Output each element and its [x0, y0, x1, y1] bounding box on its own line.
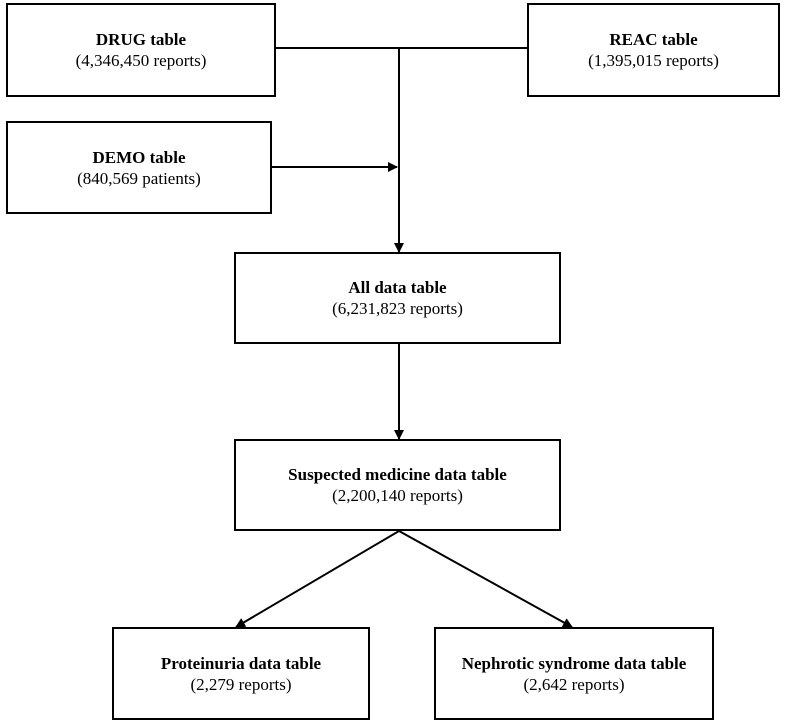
demo-table-title: DEMO table — [92, 147, 186, 167]
proteinuria-table-box: Proteinuria data table (2,279 reports) — [112, 627, 370, 720]
drug-table-count: (4,346,450 reports) — [75, 51, 207, 70]
reac-table-count: (1,395,015 reports) — [588, 51, 719, 70]
suspected-to-nephrotic-arrow — [398, 530, 573, 628]
suspected-medicine-table-box: Suspected medicine data table (2,200,140… — [234, 439, 561, 531]
suspected-to-proteinuria-arrow — [235, 530, 400, 628]
demo-table-box: DEMO table (840,569 patients) — [6, 121, 272, 214]
demo-table-count: (840,569 patients) — [77, 168, 201, 188]
suspected-medicine-table-count: (2,200,140 reports) — [332, 486, 463, 505]
all-data-table-title: All data table — [348, 278, 447, 297]
all-data-table-box: All data table (6,231,823 reports) — [234, 252, 561, 344]
all-data-table-count: (6,231,823 reports) — [332, 299, 463, 318]
proteinuria-table-count: (2,279 reports) — [190, 674, 292, 694]
nephrotic-syndrome-table-box: Nephrotic syndrome data table (2,642 rep… — [434, 627, 714, 720]
reac-table-title: REAC table — [609, 30, 698, 49]
nephrotic-syndrome-table-title: Nephrotic syndrome data table — [461, 653, 687, 673]
proteinuria-table-title: Proteinuria data table — [160, 653, 322, 673]
drug-table-title: DRUG table — [95, 30, 187, 49]
reac-table-box: REAC table (1,395,015 reports) — [527, 3, 780, 97]
nephrotic-syndrome-table-count: (2,642 reports) — [523, 674, 625, 694]
suspected-medicine-table-title: Suspected medicine data table — [288, 465, 507, 484]
drug-table-box: DRUG table (4,346,450 reports) — [6, 3, 276, 97]
